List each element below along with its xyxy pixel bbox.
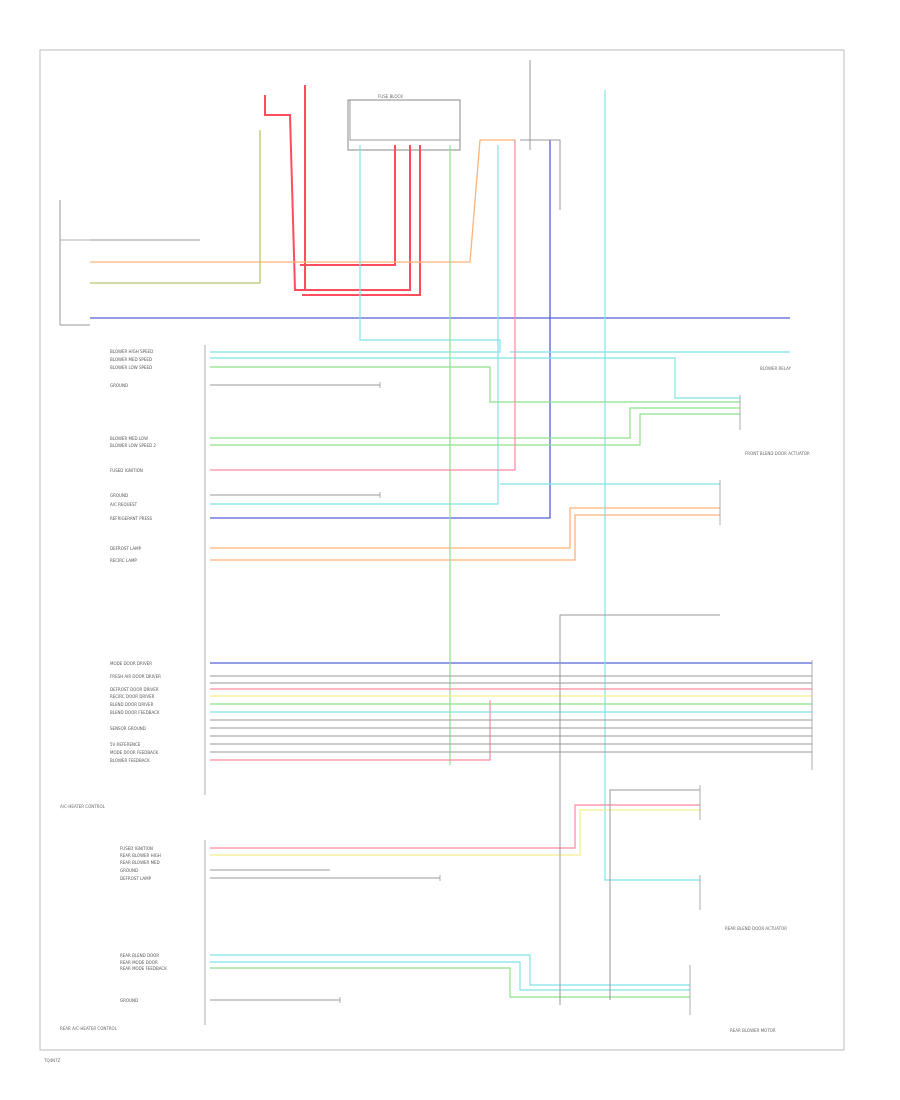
diagram-border (39, 49, 845, 1051)
left-pin-labels: BLOWER HIGH SPEED BLOWER MED SPEED BLOWE… (110, 349, 161, 763)
pin-label: FUSED IGNITION (110, 468, 143, 473)
pin-label: 5V REFERENCE (110, 742, 141, 747)
pin-label: FUSED IGNITION (120, 846, 153, 851)
pin-label: GROUND (120, 868, 138, 873)
cyan-wires (210, 90, 812, 991)
pin-label: RECIRC LAMP (110, 558, 137, 563)
pin-label: FRESH AIR DOOR DRIVER (110, 674, 161, 679)
green-wires (210, 145, 812, 998)
pin-label: REAR MODE DOOR (120, 960, 158, 965)
blend-door-rear-label: REAR BLEND DOOR ACTUATOR (725, 926, 787, 931)
pin-label: BLOWER LOW SPEED (110, 365, 152, 370)
pin-label: REAR BLEND DOOR (120, 953, 159, 958)
ground-symbols (339, 382, 441, 1003)
pin-label: DEFROST LAMP (110, 546, 142, 551)
fuse-block-label: FUSE BLOCK (378, 94, 403, 99)
pin-label: A/C REQUEST (110, 502, 138, 507)
red-power-wires (264, 85, 421, 296)
gray-wires (90, 60, 812, 1005)
pin-label: REFRIGERANT PRESS (110, 516, 153, 521)
ac-heater-label: A/C-HEATER CONTROL (60, 804, 106, 809)
blower-relay-label: BLOWER RELAY (760, 366, 792, 371)
right-terminals (689, 395, 813, 1015)
pin-label: MODE DOOR DRIVER (110, 661, 152, 666)
pink-wires (210, 140, 812, 849)
pin-label: MODE DOOR FEEDBACK (110, 750, 159, 755)
footer-code: TQ4N7Z (43, 1058, 61, 1063)
pin-label: BLOWER FEEDBACK (110, 758, 150, 763)
pin-label: DEFROST LAMP (120, 876, 152, 881)
pin-label: GROUND (110, 383, 128, 388)
pin-label: BLOWER MED LOW (110, 436, 148, 441)
pin-label: BLOWER LOW SPEED 2 (110, 443, 156, 448)
rear-blower-motor-label: REAR BLOWER MOTOR (730, 1028, 776, 1033)
fuse-block: FUSE BLOCK (347, 94, 461, 151)
pin-label: BLOWER MED SPEED (110, 357, 152, 362)
pin-label: REAR BLOWER MED (120, 860, 160, 865)
pin-label: GROUND (110, 493, 128, 498)
pin-label: BLEND DOOR DRIVER (110, 702, 154, 707)
pin-label: DEFROST DOOR DRIVER (110, 687, 159, 692)
rear-pin-labels: FUSED IGNITION REAR BLOWER HIGH REAR BLO… (120, 846, 167, 1003)
pin-label: RECIRC DOOR DRIVER (110, 694, 155, 699)
pin-label: SENSOR GROUND (110, 726, 146, 731)
orange-wires (90, 139, 720, 561)
pin-label: GROUND (120, 998, 138, 1003)
rear-ac-heater-label: REAR A/C-HEATER CONTROL (60, 1026, 118, 1031)
pin-label: BLOWER HIGH SPEED (110, 349, 153, 354)
blue-wires (90, 140, 812, 664)
pin-label: BLEND DOOR FEEDBACK (110, 710, 160, 715)
pin-label: REAR BLOWER HIGH (120, 853, 161, 858)
blend-door-front-label: FRONT BLEND DOOR ACTUATOR (745, 451, 810, 456)
pin-label: REAR MODE FEEDBACK (120, 966, 167, 971)
yellow-wires (210, 695, 812, 856)
olive-wire (90, 130, 261, 284)
